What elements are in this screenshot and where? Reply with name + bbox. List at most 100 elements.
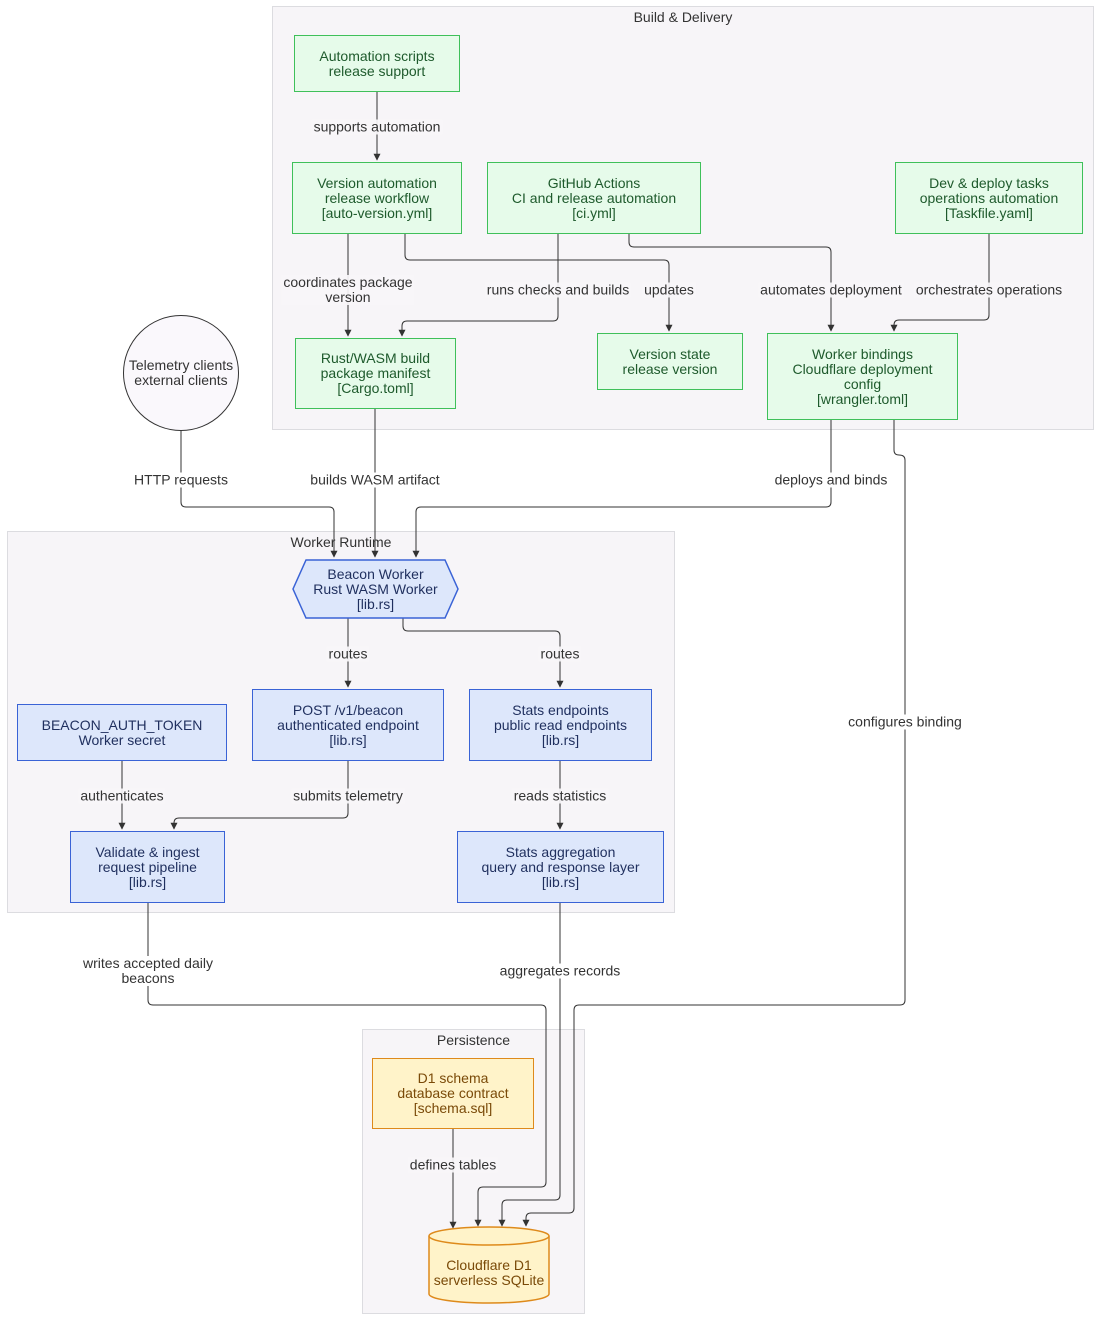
edge-label-reads-statistics: reads statistics (511, 787, 609, 804)
edge-label-supports-automation: supports automation (311, 119, 443, 135)
worker-bindings-title: Worker bindings (812, 345, 913, 362)
post-beacon-file: [lib.rs] (329, 731, 367, 748)
edge-label-authenticates: authenticates (78, 787, 166, 804)
telemetry-clients-node[interactable]: Telemetry clients external clients (123, 315, 239, 431)
automation-scripts-title: Automation scripts (319, 47, 435, 64)
build-delivery-group-title: Build & Delivery (633, 9, 733, 25)
edge-label-defines-tables: defines tables (407, 1156, 499, 1173)
beacon-worker-file: [lib.rs] (356, 595, 395, 612)
edge-writes-beacons (147, 903, 547, 1227)
worker-bindings-subtitle: Cloudflare deployment (792, 360, 933, 377)
beacon-auth-token-title: BEACON_AUTH_TOKEN (41, 716, 203, 733)
edge-http-requests (180, 430, 338, 558)
beacon-auth-token-subtitle: Worker secret (78, 731, 166, 748)
stats-endpoints-node[interactable]: Stats endpoints public read endpoints [l… (469, 689, 652, 761)
edge-updates (404, 234, 673, 332)
edge-label-configures-binding: configures binding (846, 713, 964, 730)
edge-label-routes-right: routes (538, 645, 582, 662)
edge-label-routes-right-text: routes (538, 645, 582, 662)
cloudflare-d1-cylinder (428, 1226, 550, 1304)
cloudflare-d1-node[interactable]: Cloudflare D1 serverless SQLite (429, 1248, 549, 1298)
persistence-group-title: Persistence (436, 1032, 511, 1048)
validate-ingest-node[interactable]: Validate & ingest request pipeline [lib.… (70, 831, 225, 903)
version-state-subtitle: release version (622, 360, 718, 377)
edge-label-builds-wasm-text: builds WASM artifact (308, 471, 442, 488)
telemetry-clients-subtitle: external clients (134, 372, 228, 388)
edge-label-deploys-binds-text: deploys and binds (772, 471, 890, 488)
dev-deploy-tasks-file: [Taskfile.yaml] (945, 204, 1033, 221)
edge-label-aggregates-records-text: aggregates records (497, 962, 623, 979)
stats-aggregation-subtitle: query and response layer (481, 858, 640, 875)
stats-endpoints-subtitle: public read endpoints (493, 716, 628, 733)
beacon-auth-token-node[interactable]: BEACON_AUTH_TOKEN Worker secret (17, 704, 227, 761)
automation-scripts-subtitle: release support (328, 62, 426, 79)
validate-ingest-subtitle: request pipeline (98, 858, 197, 875)
edge-label-writes-beacons-line1: writes accepted daily (81, 955, 215, 971)
edge-label-configures-binding-text: configures binding (846, 713, 964, 730)
edge-configures-binding (522, 420, 906, 1227)
d1-schema-node[interactable]: D1 schema database contract [schema.sql] (372, 1058, 534, 1129)
edge-label-defines-tables-text: defines tables (407, 1156, 499, 1173)
edge-label-routes-left: routes (326, 646, 370, 662)
beacon-worker-subtitle: Rust WASM Worker (313, 580, 438, 597)
version-state-node[interactable]: Version state release version (597, 333, 743, 390)
worker-bindings-node[interactable]: Worker bindings Cloudflare deployment co… (767, 333, 958, 420)
edge-aggregates-records (498, 903, 561, 1227)
worker-runtime-group-title: Worker Runtime (290, 534, 392, 550)
edge-submits-telemetry (170, 760, 349, 830)
edge-label-orchestrates-operations: orchestrates operations (913, 281, 1065, 298)
version-automation-node[interactable]: Version automation release workflow [aut… (292, 162, 462, 234)
post-beacon-title: POST /v1/beacon (292, 701, 404, 718)
edge-routes-right (402, 618, 564, 688)
github-actions-subtitle: CI and release automation (511, 189, 677, 206)
edge-label-updates-text: updates (642, 281, 696, 298)
stats-aggregation-title: Stats aggregation (505, 843, 616, 860)
edge-label-coordinates-line2: version (281, 290, 415, 305)
d1-schema-file: [schema.sql] (413, 1100, 493, 1116)
version-automation-subtitle: release workflow (324, 189, 430, 206)
edge-label-automates-deployment-text: automates deployment (758, 281, 904, 298)
version-automation-title: Version automation (317, 174, 437, 191)
post-beacon-endpoint-node[interactable]: POST /v1/beacon authenticated endpoint [… (252, 689, 444, 761)
stats-endpoints-file: [lib.rs] (541, 731, 580, 748)
edge-label-http-requests-text: HTTP requests (132, 471, 230, 488)
d1-schema-title: D1 schema (417, 1070, 489, 1086)
edge-automates-deployment (628, 234, 835, 332)
edge-label-authenticates-text: authenticates (78, 787, 166, 804)
dev-deploy-tasks-node[interactable]: Dev & deploy tasks operations automation… (895, 162, 1083, 234)
post-beacon-subtitle: authenticated endpoint (277, 716, 419, 733)
rust-wasm-build-node[interactable]: Rust/WASM build package manifest [Cargo.… (295, 338, 456, 409)
edge-label-runs-checks-text: runs checks and builds (484, 281, 632, 298)
beacon-worker-title: Beacon Worker (327, 565, 424, 582)
edge-label-writes-beacons: writes accepted daily beacons (81, 956, 215, 986)
edge-label-builds-wasm: builds WASM artifact (308, 471, 442, 488)
beacon-worker-node[interactable]: Beacon Worker Rust WASM Worker [lib.rs] (293, 560, 458, 618)
github-actions-node[interactable]: GitHub Actions CI and release automation… (487, 162, 701, 234)
edge-label-orchestrates-operations-text: orchestrates operations (913, 281, 1065, 298)
github-actions-title: GitHub Actions (547, 174, 641, 191)
automation-scripts-node[interactable]: Automation scripts release support (294, 35, 460, 92)
edge-deploys-binds (412, 420, 832, 558)
edge-label-runs-checks-builds: runs checks and builds (484, 281, 632, 298)
edge-label-http-requests: HTTP requests (132, 471, 230, 488)
edge-label-updates: updates (642, 281, 696, 298)
stats-aggregation-file: [lib.rs] (541, 873, 580, 890)
edge-runs-checks-builds (398, 234, 559, 337)
stats-aggregation-node[interactable]: Stats aggregation query and response lay… (457, 831, 664, 903)
telemetry-clients-title: Telemetry clients (128, 357, 234, 373)
edge-label-aggregates-records: aggregates records (497, 962, 623, 979)
version-state-title: Version state (629, 345, 711, 362)
edge-label-coordinates-line1: coordinates package (281, 274, 415, 290)
stats-endpoints-title: Stats endpoints (512, 701, 609, 718)
edge-label-deploys-binds: deploys and binds (772, 471, 890, 488)
edge-label-automates-deployment: automates deployment (758, 281, 904, 298)
dev-deploy-tasks-subtitle: operations automation (919, 189, 1059, 206)
cloudflare-d1-subtitle: serverless SQLite (433, 1272, 545, 1288)
rust-wasm-build-title: Rust/WASM build (320, 350, 431, 366)
edge-label-submits-telemetry: submits telemetry (291, 788, 405, 804)
rust-wasm-build-subtitle: package manifest (320, 365, 431, 381)
edge-label-reads-statistics-text: reads statistics (511, 787, 609, 804)
cloudflare-d1-title: Cloudflare D1 (446, 1257, 532, 1273)
